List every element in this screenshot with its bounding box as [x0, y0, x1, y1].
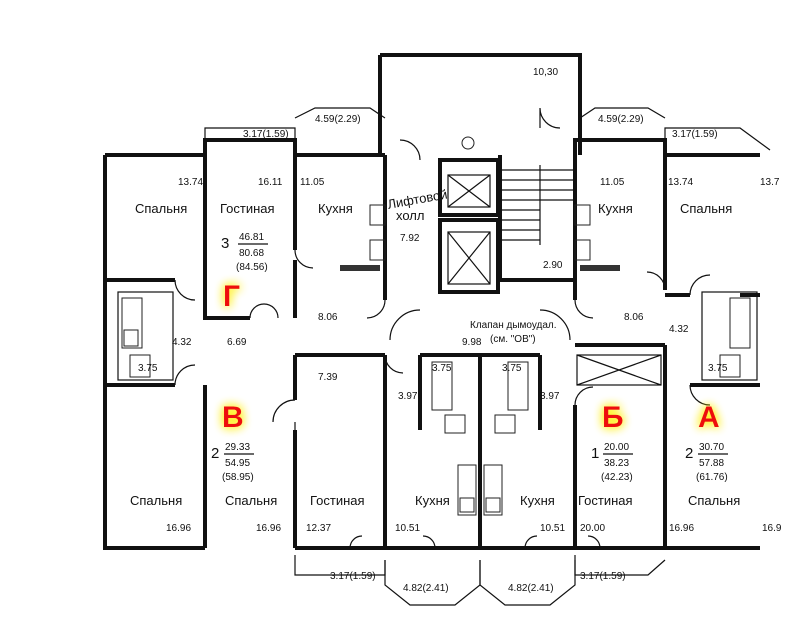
- apartment-letter-g: Г: [223, 280, 240, 313]
- doors: [174, 107, 711, 549]
- room-area: 3.75: [138, 363, 158, 374]
- room-area: 4.59(2.29): [315, 114, 361, 125]
- svg-text:54.95: 54.95: [225, 458, 250, 469]
- room-area: 13.74: [668, 177, 693, 188]
- svg-text:46.81: 46.81: [239, 232, 264, 243]
- room-area: 16.96: [669, 523, 694, 534]
- room-area: 10,30: [533, 67, 558, 78]
- svg-text:20.00: 20.00: [604, 442, 629, 453]
- room-area: 6.69: [227, 337, 247, 348]
- room-area: 3.75: [708, 363, 728, 374]
- room-label: (см. "ОВ"): [490, 334, 536, 345]
- room-area: 16.96: [256, 523, 281, 534]
- room-area: 3.17(1.59): [243, 129, 289, 140]
- room-area: 8.06: [624, 312, 644, 323]
- room-area: 7.92: [400, 233, 420, 244]
- room-label: Гостиная: [220, 201, 275, 216]
- room-area: 3.17(1.59): [330, 571, 376, 582]
- svg-text:30.70: 30.70: [699, 442, 724, 453]
- svg-text:3: 3: [221, 235, 229, 252]
- balconies: [204, 107, 771, 606]
- room-area: 4.59(2.29): [598, 114, 644, 125]
- room-area: 3.97: [540, 391, 560, 402]
- room-area: 7.39: [318, 372, 338, 383]
- room-area: 13.7: [760, 177, 780, 188]
- room-area: 3.97: [398, 391, 418, 402]
- room-label: Спальня: [130, 493, 182, 508]
- svg-text:38.23: 38.23: [604, 458, 629, 469]
- svg-text:(61.76): (61.76): [696, 472, 728, 483]
- svg-text:(42.23): (42.23): [601, 472, 633, 483]
- room-label: Кухня: [415, 493, 450, 508]
- apartment-letter-b: Б: [602, 401, 624, 434]
- room-label: Гостиная: [578, 493, 633, 508]
- room-area: 4.82(2.41): [508, 583, 554, 594]
- room-area: 20.00: [580, 523, 605, 534]
- room-label: Спальня: [688, 493, 740, 508]
- svg-text:(84.56): (84.56): [236, 262, 268, 273]
- room-label: холл: [396, 208, 424, 223]
- room-label: Кухня: [520, 493, 555, 508]
- room-label: Кухня: [318, 201, 353, 216]
- room-area: 4.32: [669, 324, 689, 335]
- apartment-b-summary: 1 20.00 38.23 (42.23): [591, 442, 633, 483]
- svg-text:80.68: 80.68: [239, 248, 264, 259]
- room-area: 11.05: [600, 177, 625, 188]
- room-area: 16.11: [258, 177, 283, 188]
- svg-text:2: 2: [211, 445, 219, 462]
- room-label: Спальня: [135, 201, 187, 216]
- room-area: 4.82(2.41): [403, 583, 449, 594]
- room-area: 12.37: [306, 523, 331, 534]
- svg-text:2: 2: [685, 445, 693, 462]
- apartment-g-summary: 3 46.81 80.68 (84.56): [221, 232, 268, 273]
- room-label: Кухня: [598, 201, 633, 216]
- apartment-v-summary: 2 29.33 54.95 (58.95): [211, 442, 254, 483]
- room-area: 13.74: [178, 177, 203, 188]
- room-area: 16.9: [762, 523, 782, 534]
- interior-walls: [105, 155, 760, 548]
- room-area: 10.51: [540, 523, 565, 534]
- room-area: 16.96: [166, 523, 191, 534]
- outer-walls: [103, 53, 760, 550]
- room-label: Спальня: [680, 201, 732, 216]
- room-label: Гостиная: [310, 493, 365, 508]
- room-area: 4.32: [172, 337, 192, 348]
- room-area: 3.17(1.59): [580, 571, 626, 582]
- apartment-letter-v: В: [222, 401, 244, 434]
- svg-text:(58.95): (58.95): [222, 472, 254, 483]
- svg-text:57.88: 57.88: [699, 458, 724, 469]
- room-label: Спальня: [225, 493, 277, 508]
- room-area: 11.05: [300, 177, 325, 188]
- room-area: 9.98: [462, 337, 482, 348]
- room-label: Клапан дымоудал.: [470, 320, 557, 331]
- stair-lift-core: [438, 136, 662, 386]
- room-area: 10.51: [395, 523, 420, 534]
- apartment-a-summary: 2 30.70 57.88 (61.76): [685, 442, 728, 483]
- svg-text:1: 1: [591, 445, 599, 462]
- apartment-letter-a: А: [698, 401, 720, 434]
- room-area: 3.75: [432, 363, 452, 374]
- room-area: 3.17(1.59): [672, 129, 718, 140]
- room-area: 3.75: [502, 363, 522, 374]
- room-area: 2.90: [543, 260, 563, 271]
- room-area: 8.06: [318, 312, 338, 323]
- bathroom-fixtures: [117, 204, 758, 516]
- svg-text:29.33: 29.33: [225, 442, 250, 453]
